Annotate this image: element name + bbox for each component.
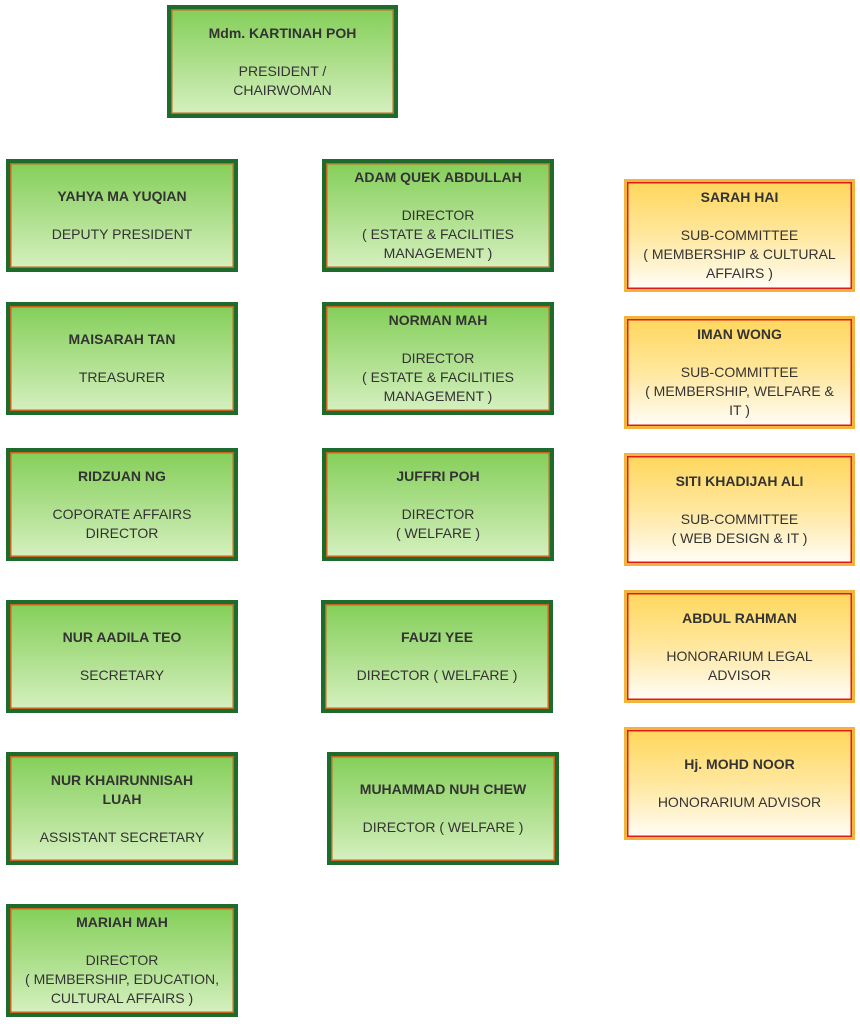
node-role-line: ADVISOR <box>707 666 771 683</box>
node-role-line: ASSISTANT SECRETARY <box>39 828 205 845</box>
node-role-line: DIRECTOR ( WELFARE ) <box>356 667 518 683</box>
node-treasurer: MAISARAH TAN TREASURER <box>6 302 238 415</box>
node-role-line: DIRECTOR ( WELFARE ) <box>362 819 524 835</box>
node-role-line: ( WELFARE ) <box>395 524 480 541</box>
node-role-line: ( MEMBERSHIP, EDUCATION, <box>25 971 219 987</box>
node-role-line: CULTURAL AFFAIRS ) <box>50 990 194 1006</box>
node-director-estate-1: ADAM QUEK ABDULLAH DIRECTOR ( ESTATE & F… <box>322 159 554 272</box>
node-name: MARIAH MAH <box>76 914 168 930</box>
node-role-line: MANAGEMENT ) <box>383 245 493 261</box>
node-director-welfare-2: FAUZI YEE DIRECTOR ( WELFARE ) <box>321 600 553 713</box>
node-name: Hj. MOHD NOOR <box>684 756 795 772</box>
node-name: ADAM QUEK ABDULLAH <box>354 169 522 185</box>
node-role-line: DIRECTOR <box>401 505 475 522</box>
node-role-line: HONORARIUM LEGAL <box>666 647 813 664</box>
node-name: SARAH HAI <box>700 189 779 205</box>
node-president: Mdm. KARTINAH POH PRESIDENT / CHAIRWOMAN <box>167 5 398 118</box>
node-role-line: HONORARIUM ADVISOR <box>657 794 822 810</box>
node-subcommittee-3: SITI KHADIJAH ALI SUB-COMMITTEE ( WEB DE… <box>624 453 855 566</box>
node-subcommittee-1: SARAH HAI SUB-COMMITTEE ( MEMBERSHIP & C… <box>624 179 855 292</box>
node-role-line: DEPUTY PRESIDENT <box>51 226 193 242</box>
node-role-line: SUB-COMMITTEE <box>680 227 799 243</box>
node-role-line: DIRECTOR <box>85 524 159 541</box>
node-name: JUFFRI POH <box>396 467 480 484</box>
node-role-line: DIRECTOR <box>401 350 475 366</box>
node-role-line: COPORATE AFFAIRS <box>52 505 192 522</box>
node-role-line: SUB-COMMITTEE <box>680 364 799 380</box>
node-name: MUHAMMAD NUH CHEW <box>359 781 527 797</box>
node-name: YAHYA MA YUQIAN <box>57 188 187 204</box>
node-secretary: NUR AADILA TEO SECRETARY <box>6 600 238 713</box>
node-name: MAISARAH TAN <box>68 331 176 347</box>
node-role-line: ( MEMBERSHIP & CULTURAL <box>643 246 836 262</box>
node-role-line: DIRECTOR <box>401 207 475 223</box>
node-subcommittee-2: IMAN WONG SUB-COMMITTEE ( MEMBERSHIP, WE… <box>624 316 855 429</box>
node-assistant-secretary: NUR KHAIRUNNISAH LUAH ASSISTANT SECRETAR… <box>6 752 238 865</box>
node-name: NORMAN MAH <box>388 312 488 328</box>
node-corporate-affairs: RIDZUAN NG COPORATE AFFAIRS DIRECTOR <box>6 448 238 561</box>
node-name: NUR KHAIRUNNISAH LUAH <box>50 771 194 807</box>
node-role-line: ( MEMBERSHIP, WELFARE & <box>645 383 834 399</box>
node-deputy-president: YAHYA MA YUQIAN DEPUTY PRESIDENT <box>6 159 238 272</box>
node-role-line: ( WEB DESIGN & IT ) <box>671 529 808 546</box>
node-name: NUR AADILA TEO <box>62 629 182 645</box>
node-role-line: TREASURER <box>78 369 166 385</box>
node-role-line: SUB-COMMITTEE <box>680 510 799 527</box>
node-director-membership: MARIAH MAH DIRECTOR ( MEMBERSHIP, EDUCAT… <box>6 904 238 1017</box>
node-role-line: DIRECTOR <box>85 952 159 968</box>
node-legal-advisor: ABDUL RAHMAN HONORARIUM LEGAL ADVISOR <box>624 590 855 703</box>
node-role-line: ( ESTATE & FACILITIES <box>362 369 514 385</box>
node-role-line: ( ESTATE & FACILITIES <box>362 226 514 242</box>
node-role-line: CHAIRWOMAN <box>233 81 332 98</box>
node-role-line: SECRETARY <box>79 667 165 683</box>
node-name: Mdm. KARTINAH POH <box>208 24 357 41</box>
node-role-line: AFFAIRS ) <box>706 265 773 281</box>
node-name: SITI KHADIJAH ALI <box>675 472 804 489</box>
node-director-estate-2: NORMAN MAH DIRECTOR ( ESTATE & FACILITIE… <box>322 302 554 415</box>
node-director-welfare-1: JUFFRI POH DIRECTOR ( WELFARE ) <box>322 448 554 561</box>
node-name: ABDUL RAHMAN <box>682 609 797 626</box>
node-role-line: IT ) <box>729 402 750 418</box>
node-name: IMAN WONG <box>697 326 782 342</box>
node-director-welfare-3: MUHAMMAD NUH CHEW DIRECTOR ( WELFARE ) <box>327 752 559 865</box>
node-advisor: Hj. MOHD NOOR HONORARIUM ADVISOR <box>624 727 855 840</box>
node-name: RIDZUAN NG <box>78 467 166 484</box>
node-name: FAUZI YEE <box>400 629 474 645</box>
node-role-line: PRESIDENT / <box>238 62 327 79</box>
node-role-line: MANAGEMENT ) <box>383 388 493 404</box>
